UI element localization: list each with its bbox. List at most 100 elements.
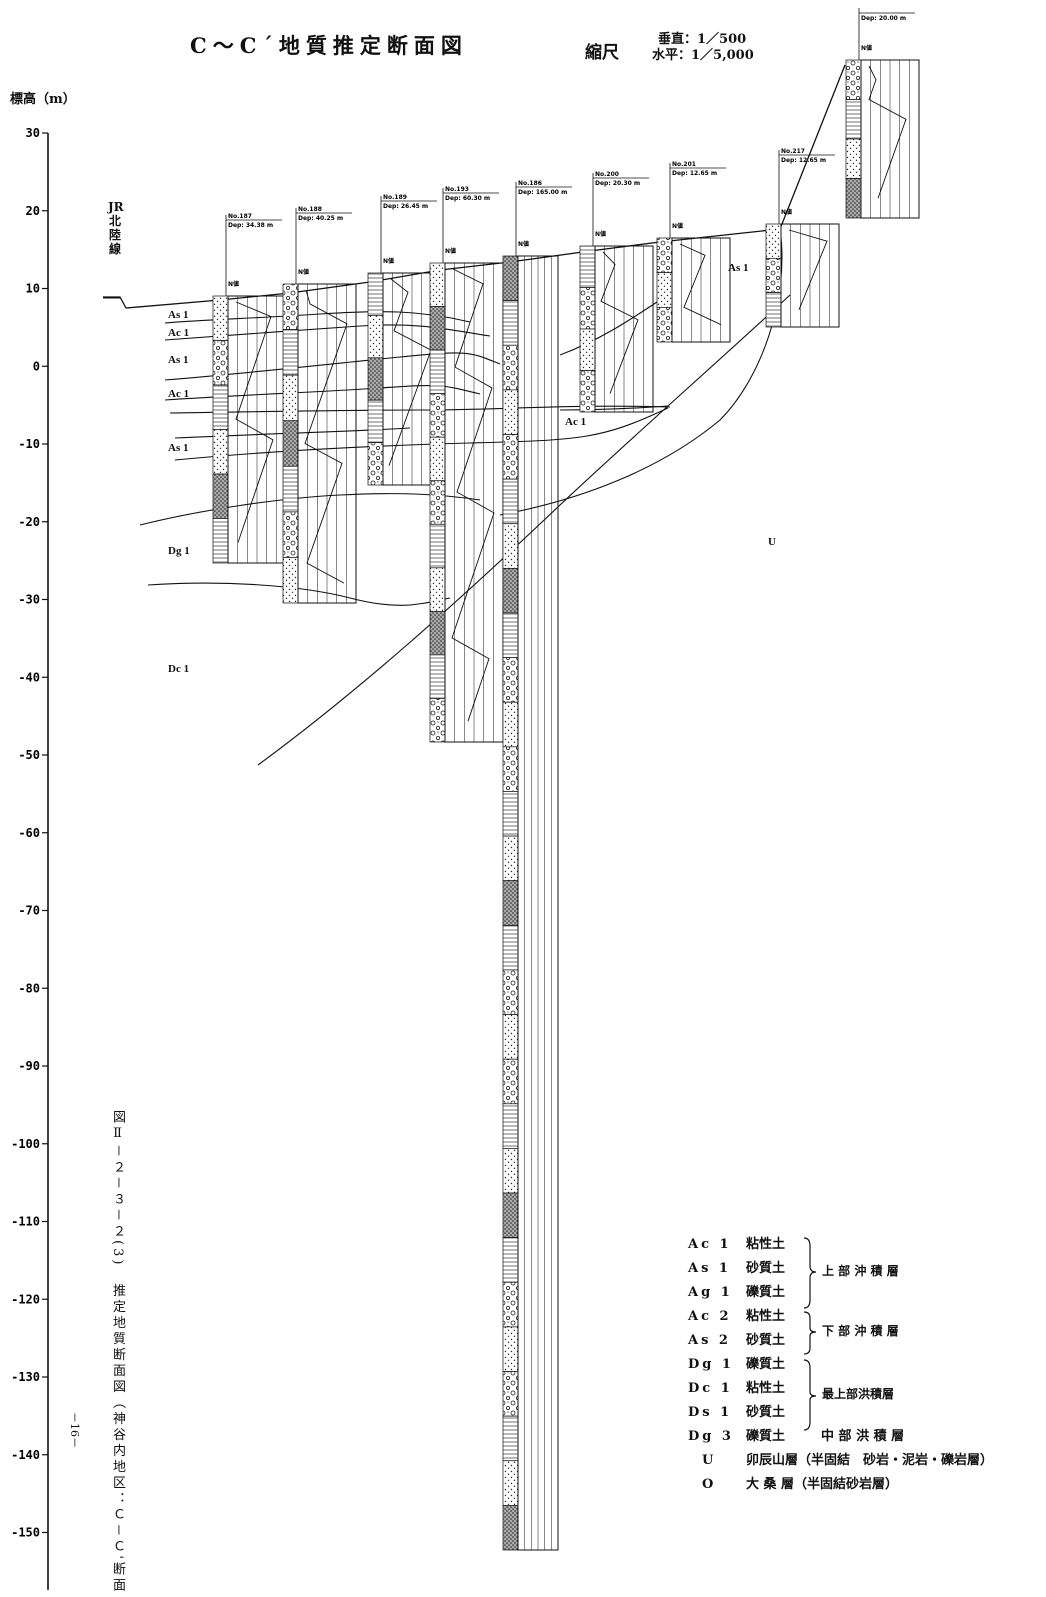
soil-layer: [367, 399, 384, 443]
soil-layer: [212, 473, 229, 519]
borehole-number: No.193: [445, 186, 469, 193]
soil-layer: [212, 518, 229, 564]
n-value-header: N値: [228, 280, 239, 288]
y-axis-ticks: 3020100-10-20-30-40-50-60-70-80-90-100-1…: [11, 126, 48, 1540]
soil-layer: [502, 701, 519, 748]
ground-surface: [103, 64, 846, 309]
soil-layer: [502, 1505, 519, 1551]
soil-layer: [579, 287, 596, 330]
borehole-number: No.189: [383, 194, 407, 201]
y-tick-label: 0: [33, 359, 40, 373]
scale-label: 縮尺: [585, 43, 619, 63]
y-tick-label: -20: [18, 515, 40, 529]
n-value-header: N値: [298, 268, 309, 276]
layer-label-ac1-c: Ac 1: [565, 416, 587, 428]
soil-layer: [212, 384, 229, 430]
borehole-depth: Dep: 40.25 m: [298, 215, 343, 222]
y-tick-label: -90: [18, 1059, 40, 1073]
legend-braces: [803, 1237, 817, 1431]
soil-layer: [212, 340, 229, 386]
soil-layer: [429, 436, 446, 482]
soil-layer: [845, 99, 862, 140]
n-value-curve: [235, 301, 274, 543]
soil-layer: [502, 969, 519, 1015]
soil-layer: [502, 1460, 519, 1506]
soil-layer: [429, 523, 446, 569]
layer-label-as1-b: As 1: [168, 354, 189, 366]
legend-group-upper-alluvium: 上 部 沖 積 層: [822, 1264, 899, 1278]
soil-layer: [502, 389, 519, 435]
layer-label-as1-a: As 1: [168, 309, 189, 321]
n-value-curve: [600, 251, 639, 394]
soil-layer: [282, 329, 299, 376]
soil-layer: [502, 746, 519, 792]
soil-layer: [502, 612, 519, 658]
soil-layer: [579, 328, 596, 371]
soil-layer: [502, 478, 519, 525]
soil-layer: [502, 300, 519, 346]
soil-layer: [502, 1103, 519, 1149]
y-tick-label: -10: [18, 437, 40, 451]
soil-layer: [282, 465, 299, 513]
soil-layer: [282, 511, 299, 558]
y-tick-label: 30: [26, 126, 40, 140]
soil-layer: [429, 306, 446, 351]
soil-layer: [656, 237, 673, 274]
borehole-number: No.186: [518, 180, 542, 187]
soil-layer: [502, 1237, 519, 1283]
soil-layer: [212, 429, 229, 475]
borehole-number: No.217: [781, 148, 805, 155]
y-tick-label: 20: [26, 204, 40, 218]
n-value-curve: [788, 229, 828, 310]
n-value-curve: [388, 278, 432, 466]
n-value-curve: [679, 243, 722, 326]
y-tick-label: -110: [11, 1215, 40, 1229]
layer-label-dc1: Dc 1: [168, 663, 190, 675]
soil-layer: [656, 272, 673, 308]
y-tick-label: -120: [11, 1292, 40, 1306]
soil-layer: [429, 349, 446, 394]
borehole-number: No.187: [228, 213, 252, 220]
layer-label-as1-d: As 1: [728, 262, 749, 274]
soil-layer: [845, 59, 862, 100]
soil-layer: [429, 611, 446, 656]
soil-layer: [282, 420, 299, 467]
soil-layer: [502, 344, 519, 391]
borehole-number: No.188: [298, 206, 322, 213]
y-tick-label: -30: [18, 593, 40, 607]
layer-label-ac1-b: Ac 1: [168, 388, 190, 400]
n-value-curve: [868, 65, 907, 199]
borehole-number: No.200: [595, 171, 619, 178]
legend-group-lower-alluvium: 下 部 沖 積 層: [822, 1324, 899, 1338]
soil-layer: [502, 1281, 519, 1328]
n-value-header: N値: [595, 230, 606, 238]
soil-layer: [367, 442, 384, 486]
layer-label-ac1-a: Ac 1: [168, 327, 190, 339]
legend-group-middle-pleistocene: 中 部 洪 積 層: [821, 1429, 905, 1444]
y-tick-label: -80: [18, 981, 40, 995]
n-value-header: N値: [861, 44, 872, 52]
legend-group-uppermost-pleistocene: 最上部洪積層: [822, 1387, 895, 1401]
y-axis-label: 標高（m）: [10, 92, 76, 107]
rail-line-label: JR北陸線: [108, 200, 124, 256]
borehole-depth: Dep: 165.00 m: [518, 189, 567, 196]
n-value-header: N値: [518, 240, 529, 248]
n-value-header: N値: [672, 222, 683, 230]
soil-layer: [502, 1148, 519, 1194]
soil-layer: [845, 178, 862, 219]
borehole-depth: Dep: 60.30 m: [445, 195, 490, 202]
soil-layer: [429, 654, 446, 699]
soil-layer: [502, 523, 519, 569]
soil-layer: [502, 1192, 519, 1239]
soil-layer: [367, 357, 384, 401]
